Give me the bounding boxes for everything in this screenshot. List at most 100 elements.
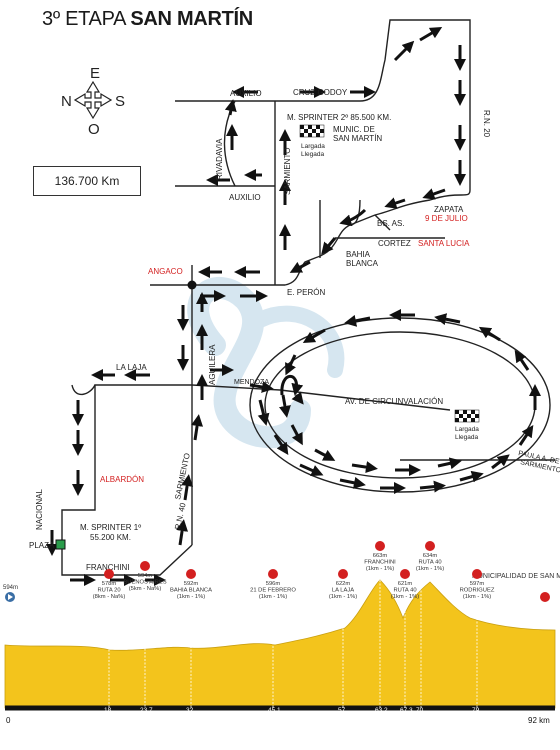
waypoint-label: (1km - 1%) [177,594,205,600]
label-sarmiento-top: SARMIENTO [283,148,292,195]
waypoint-marker-icon [338,569,348,579]
label-e-peron: E. PERÓN [287,288,325,297]
waypoint-label: 594m [138,573,153,579]
waypoint-marker-icon [425,541,435,551]
label-sprinter2: M. SPRINTER 2º 85.500 KM. [287,113,391,122]
label-aguilera: AGUILERA [208,344,217,385]
waypoint-label: (1km - 1%) [416,566,444,572]
profile-km-start: 0 [6,716,11,725]
road-network [61,19,555,576]
km-mark: 45.1 [268,707,281,714]
label-zapata: ZAPATA [434,205,464,214]
profile-km-end: 92 km [528,716,550,725]
label-sprinter1b: 55.200 KM. [90,533,131,542]
label-llegada-1: Llegada [301,151,325,158]
u-turn-arrow [280,374,304,396]
label-auxilio-bottom: AUXILIO [229,193,261,202]
waypoint-label: (1km - 1%) [391,594,419,600]
label-cruz-godoy: CRUZ GODOY [293,88,348,97]
label-munic2: SAN MARTÍN [333,134,382,143]
label-mendoza: MENDOZA [234,379,269,386]
km-mark: 79 [472,707,480,714]
label-auxilio-top: AUXILIO [230,89,262,98]
waypoint-label: BAHIA BLANCA [170,588,212,594]
checkered-flag-icon [454,409,480,423]
waypoint-label: BUENOS AIRES [123,580,166,586]
profile-end-label: MUNICIPALIDAD DE SAN MARTÍN [472,571,560,580]
waypoint-marker-icon [400,569,410,579]
label-9-de-julio: 9 DE JULIO [425,214,468,223]
km-mark: 57 [338,707,346,714]
compass-s: S [115,93,125,110]
label-albardon: ALBARDÓN [100,475,144,484]
compass-e: E [90,65,100,82]
waypoint-label: 592m [184,581,199,587]
waypoint-label: (1km - 1%) [366,566,394,572]
waypoint-label: (8km - Na%) [93,594,126,600]
finish-marker-icon [540,592,550,602]
label-nacional: NACIONAL [35,489,44,530]
compass-rose: E N S O [61,65,125,138]
route-arrows [46,26,541,586]
stage-name: SAN MARTÍN [130,8,253,30]
waypoint-label: RODRIGUEZ [460,588,495,594]
angaco-junction [187,280,197,290]
waypoint-label: RUTA 20 [97,588,120,594]
waypoint-label: (1km - 1%) [329,594,357,600]
waypoint-label: 634m [423,553,438,559]
watermark-logo [187,277,345,449]
profile-area [4,579,556,709]
waypoint-label: 663m [373,553,388,559]
label-la-laja: LA LAJA [116,363,147,372]
waypoint-label: (1km - 1%) [259,594,287,600]
km-mark: 67.3 [400,707,413,714]
waypoint-label: RUTA 40 [393,588,416,594]
waypoint-label: LA LAJA [332,588,354,594]
label-largada-2: Largada [455,426,479,433]
waypoint-marker-icon [140,561,150,571]
waypoint-marker-icon [375,541,385,551]
waypoint-label: FRANCHINI [364,560,396,566]
checkered-flag-icon [299,124,325,138]
label-llegada-2: Llegada [455,434,479,441]
label-angaco: ANGACO [148,267,183,276]
label-largada-1: Largada [301,143,325,150]
waypoint-marker-icon [104,569,114,579]
waypoint-label: RUTA 40 [418,560,441,566]
waypoint-label: 597m [470,581,485,587]
label-bs-as: BS. AS. [377,219,405,228]
km-mark: 18 [104,707,112,714]
label-rivadavia: RIVADAVIA [215,138,224,180]
waypoint-label: 21 DE FEBRERO [250,588,296,594]
label-franchini: FRANCHINI [86,563,130,572]
stage-number: 3º ETAPA [42,8,126,30]
compass-n: N [61,93,72,110]
waypoint-label: (1km - 1%) [463,594,491,600]
label-av-circ: AV. DE CIRCUNVALACIÓN [345,397,443,406]
km-mark: 70 [416,707,424,714]
label-cortez: CORTEZ [378,239,411,248]
stage-title: 3º ETAPA SAN MARTÍN [42,8,253,31]
km-mark: 23.7 [140,707,153,714]
waypoint-label: 596m [266,581,281,587]
waypoint-label: 621m [398,581,413,587]
label-rn20: R.N. 20 [482,110,491,138]
label-santa-lucia: SANTA LUCIA [418,239,470,248]
km-mark: 32 [186,707,194,714]
compass-o: O [88,121,100,138]
waypoint-label: 578m [102,581,117,587]
altitude-profile: 594m MUNICIPALIDAD DE SAN MARTÍN 0 92 km… [3,541,560,725]
label-plaza: PLAZA [29,541,55,550]
waypoint-label: 622m [336,581,351,587]
